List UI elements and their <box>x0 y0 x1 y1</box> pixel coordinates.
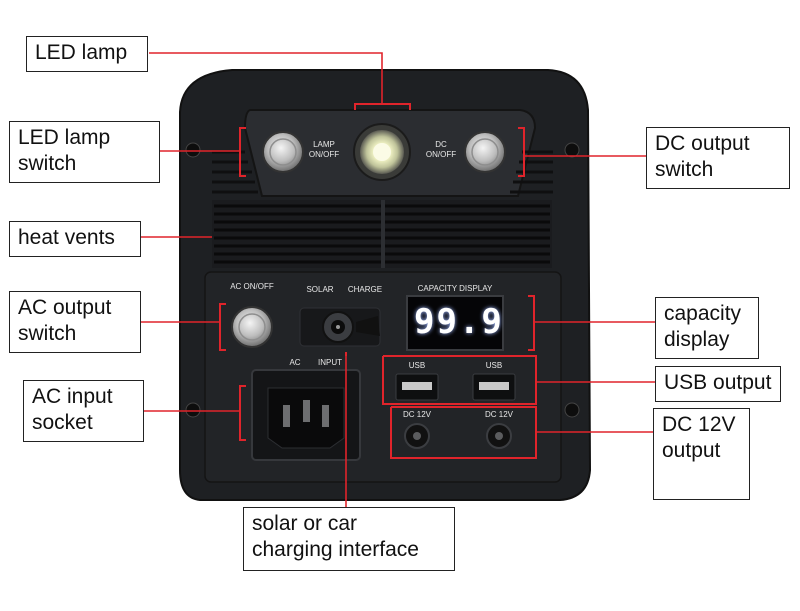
dc-switch-button[interactable] <box>464 131 506 173</box>
dc12v-left-label: DC 12V <box>402 410 431 419</box>
screw <box>564 402 580 418</box>
capacity-display-label: CAPACITY DISPLAY <box>417 284 493 293</box>
callout-brackets <box>219 103 537 459</box>
leader-lines <box>141 52 655 507</box>
ac-switch-button[interactable] <box>231 306 273 348</box>
callout-usb-output: USB output <box>655 366 781 402</box>
capacity-display-screen <box>406 295 504 351</box>
ac-switch-label: AC ON/OFF <box>230 282 274 291</box>
leader-led-lamp <box>149 52 383 104</box>
callout-led-lamp: LED lamp <box>26 36 148 72</box>
callout-heat-vents: heat vents <box>9 221 141 257</box>
screw <box>564 142 580 158</box>
usb-left-label: USB <box>408 361 426 370</box>
dc12v-right-label: DC 12V <box>484 410 513 419</box>
input-label: INPUT <box>318 358 342 367</box>
screw <box>185 402 201 418</box>
charge-label: CHARGE <box>347 285 383 294</box>
ac-label: AC <box>289 358 301 367</box>
usb-right-label: USB <box>485 361 503 370</box>
screw <box>185 142 201 158</box>
solar-label: SOLAR <box>306 285 334 294</box>
lamp-switch-button[interactable] <box>262 131 304 173</box>
heat-vents <box>212 200 552 268</box>
capacity-display-reading: 99.9 <box>414 302 504 342</box>
side-vents-right <box>510 150 553 194</box>
